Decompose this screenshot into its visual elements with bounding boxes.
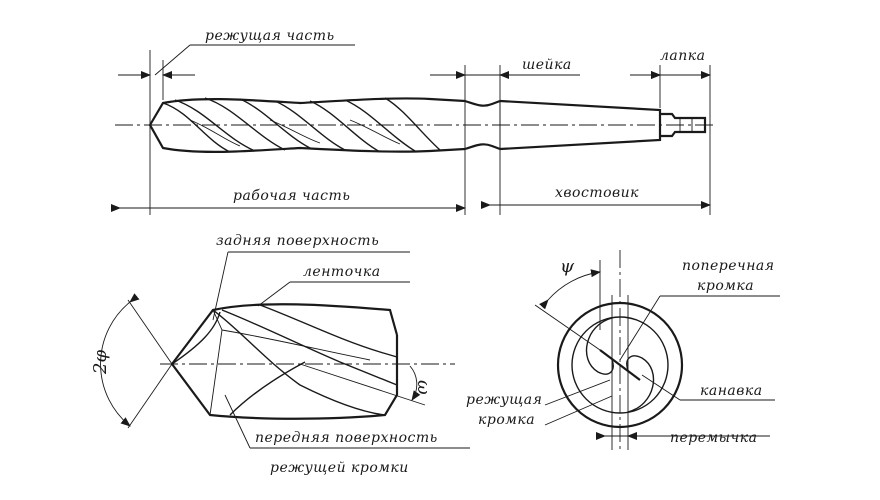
- flute-lines: [162, 97, 441, 153]
- flute-shading: [189, 119, 401, 147]
- label-neck: шейка: [522, 57, 572, 73]
- label-cutting-part: режущая часть: [205, 28, 335, 44]
- label-front-surface-2: режущей кромки: [270, 460, 409, 476]
- label-margin: ленточка: [303, 264, 381, 280]
- symbol-point-angle: 2φ: [90, 350, 111, 375]
- neck-outline: [464, 99, 501, 151]
- label-transverse-edge-1: поперечная: [682, 258, 775, 274]
- label-cutting-edge-2: кромка: [478, 412, 535, 428]
- symbol-helix-angle: ω: [413, 380, 434, 395]
- label-shank: хвостовик: [555, 185, 639, 201]
- label-groove: канавка: [700, 383, 763, 399]
- label-web: перемычка: [670, 430, 757, 446]
- label-working-part: рабочая часть: [233, 188, 350, 204]
- label-transverse-edge-2: кромка: [697, 278, 754, 294]
- drill-tip-view: 2φ ω задняя поверхность ленточка передня…: [90, 233, 470, 476]
- tang-outline: [660, 112, 707, 138]
- label-front-surface-1: передняя поверхность: [255, 430, 438, 446]
- end-flutes: [585, 317, 655, 413]
- symbol-edge-angle: ψ: [560, 256, 575, 277]
- tip-flutes: [171, 304, 398, 416]
- shank-outline: [499, 99, 662, 151]
- tip-outline: [171, 303, 399, 420]
- label-tang: лапка: [660, 48, 705, 64]
- working-part-outline: [149, 97, 466, 153]
- drill-end-view: ψ поперечная кромка режущая кромка канав…: [466, 250, 780, 450]
- label-cutting-edge-1: режущая: [466, 392, 542, 408]
- label-back-surface: задняя поверхность: [216, 233, 379, 249]
- drill-side-view: режущая часть шейка лапка рабочая часть …: [111, 28, 715, 215]
